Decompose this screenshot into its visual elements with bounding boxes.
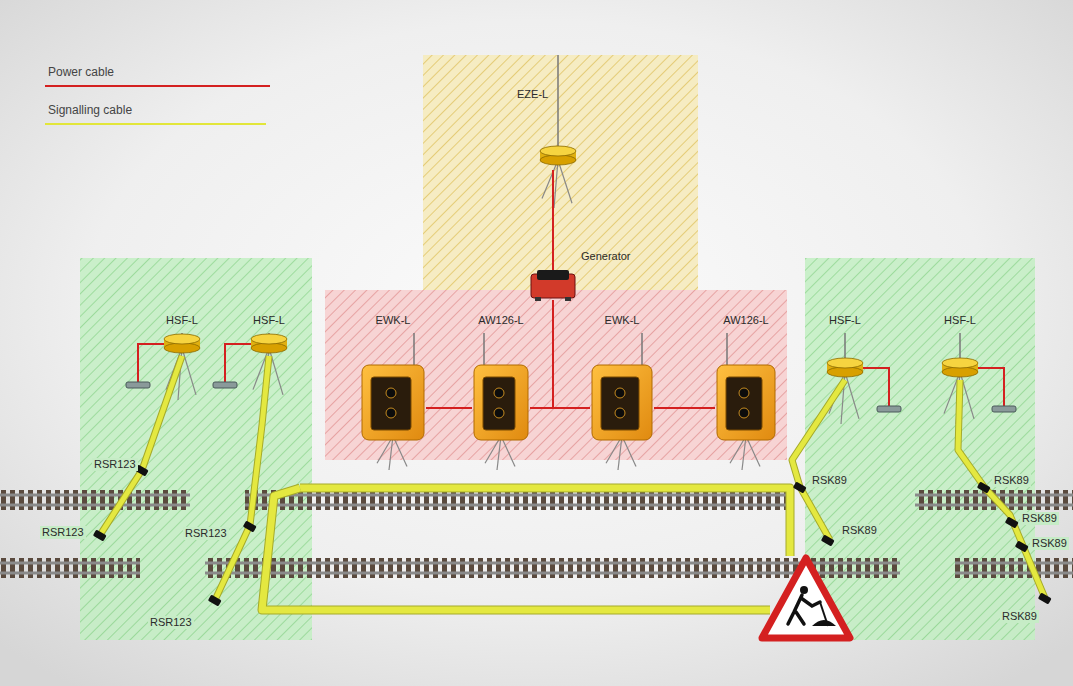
legend-text: Signalling cable: [48, 103, 132, 117]
signalling-cable: [958, 380, 1045, 598]
device-label: AW126-L: [715, 314, 777, 327]
device-unit: HSF-L: [158, 314, 206, 356]
device-label: Generator: [581, 250, 621, 263]
power-cable: [553, 300, 590, 408]
rail-contact: [1038, 592, 1052, 604]
legend-sample: [45, 123, 266, 125]
device-unit: EWK-L: [360, 314, 426, 440]
device-icon: [213, 333, 287, 400]
power-cable: [552, 170, 554, 270]
label-anchor: RSR123: [40, 522, 86, 540]
label-anchor: RSR123: [183, 523, 229, 541]
device-icon: [531, 270, 575, 301]
device-icon: [474, 333, 528, 470]
device-label: HSF-L: [935, 314, 985, 327]
label-anchor: RSK89: [810, 470, 849, 488]
track: [955, 558, 1073, 578]
device-unit: HSF-L: [820, 314, 870, 380]
signalling-cable: [215, 356, 269, 600]
power-cable: [654, 407, 715, 409]
label-anchor: RSK89: [1020, 508, 1059, 526]
device-unit: HSF-L: [245, 314, 293, 356]
device-label: HSF-L: [158, 314, 206, 327]
device-icon: [717, 333, 775, 470]
device-unit: AW126-L: [472, 314, 530, 440]
device-unit: EZE-L: [505, 88, 575, 170]
label-anchor: RSR123: [148, 612, 194, 630]
device-label: EWK-L: [360, 314, 426, 327]
label-anchor: RSK89: [992, 470, 1031, 488]
track: [245, 490, 790, 510]
device-icon: [126, 333, 200, 400]
signalling-cable: [262, 488, 770, 610]
rail-contact: [243, 520, 257, 532]
part-label: RSK89: [992, 474, 1031, 487]
part-label: RSR123: [148, 616, 194, 629]
device-icon: [540, 55, 576, 208]
label-anchor: RSK89: [840, 520, 879, 538]
part-label: RSK89: [810, 474, 849, 487]
track: [0, 558, 140, 578]
label-anchor: RSK89: [1030, 533, 1069, 551]
device-icon: [827, 333, 901, 424]
device-icon: [942, 333, 1016, 424]
legend-sample: [45, 85, 270, 87]
legend-entry: Signalling cable: [48, 100, 132, 118]
part-label: RSR123: [183, 527, 229, 540]
part-label: RSK89: [1030, 537, 1069, 550]
device-unit: AW126-L: [715, 314, 777, 440]
rail-contact: [977, 481, 991, 493]
rail-contact: [1005, 516, 1019, 528]
rail-contact: [821, 534, 835, 546]
device-label: HSF-L: [820, 314, 870, 327]
rail-contact: [93, 529, 107, 541]
rail-contact: [208, 594, 222, 606]
device-icon: [362, 333, 424, 470]
signalling-cable: [100, 356, 182, 535]
part-label: RSK89: [840, 524, 879, 537]
legend-entry: Power cable: [48, 62, 114, 80]
part-label: RSR123: [92, 458, 138, 471]
signalling-cable: [100, 356, 182, 535]
rail-contact: [1015, 540, 1029, 552]
device-label: EWK-L: [590, 314, 654, 327]
part-label: RSK89: [1020, 512, 1059, 525]
signalling-cable: [958, 380, 1045, 598]
part-label: RSK89: [1000, 610, 1039, 623]
power-cable: [530, 300, 553, 408]
device-unit: HSF-L: [935, 314, 985, 380]
label-anchor: RSK89: [1000, 606, 1039, 624]
device-unit: EWK-L: [590, 314, 654, 440]
device-icon: [592, 333, 652, 470]
device-label: EZE-L: [505, 88, 575, 101]
label-anchor: RSR123: [92, 454, 138, 472]
signalling-cable: [300, 488, 790, 556]
track: [0, 490, 190, 510]
part-label: RSR123: [40, 526, 86, 539]
power-cable: [426, 407, 472, 409]
signalling-cable: [300, 488, 790, 556]
legend-text: Power cable: [48, 65, 114, 79]
signalling-cable: [262, 488, 770, 610]
device-label: AW126-L: [472, 314, 530, 327]
signalling-cable: [215, 356, 269, 600]
rail-contact: [793, 481, 807, 493]
generator-unit: Generator: [533, 270, 573, 300]
signalling-cable: [792, 380, 845, 540]
signalling-cable: [792, 380, 845, 540]
device-label: HSF-L: [245, 314, 293, 327]
